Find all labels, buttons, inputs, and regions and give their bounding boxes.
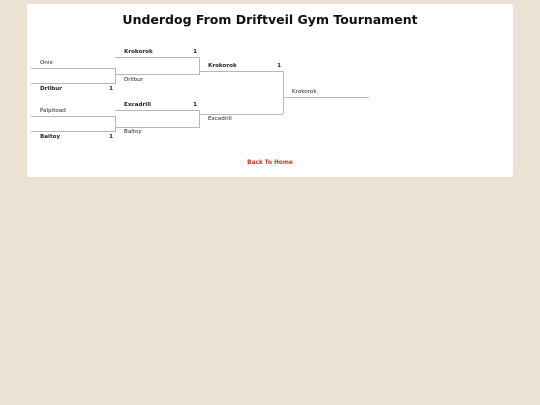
team-name: Drilbur (40, 86, 62, 92)
team-name: Excadrill (124, 102, 152, 108)
page-title: Underdog From Driftveil Gym Tournament (122, 12, 418, 27)
bracket-line (115, 127, 199, 128)
team-score: 1 (109, 86, 113, 92)
team-name: Krokorok (208, 63, 237, 69)
bracket: Onix Drilbur 1 Palpitoad Baltoy 1 Krokor… (27, 4, 513, 177)
team-name: Excadrill (208, 116, 232, 122)
bracket-slot-r2m2-top[interactable]: Excadrill 1 (124, 100, 199, 110)
team-name: Baltoy (124, 129, 142, 135)
bracket-line (283, 97, 369, 98)
champion-name: Krokorok (292, 89, 317, 95)
bracket-line (115, 74, 199, 75)
back-to-home-link[interactable]: Back To Home (247, 160, 293, 166)
team-name: Baltoy (40, 134, 61, 140)
bracket-slot-r3m1-top[interactable]: Krokorok 1 (208, 61, 283, 71)
bracket-line (199, 57, 200, 75)
bracket-line (115, 116, 116, 132)
bracket-slot-r1m1-bottom[interactable]: Drilbur 1 (40, 84, 115, 94)
bracket-slot-r1m1-top[interactable]: Onix (40, 58, 115, 68)
bracket-slot-r2m1-top[interactable]: Krokorok 1 (124, 47, 199, 57)
team-name: Drilbur (124, 77, 144, 83)
bracket-slot-r1m2-top[interactable]: Palpitoad (40, 106, 115, 116)
bracket-line (199, 114, 283, 115)
team-name: Krokorok (124, 49, 153, 55)
bracket-slot-r2m1-bottom[interactable]: Drilbur (124, 75, 199, 85)
team-score: 1 (109, 134, 113, 140)
bracket-line (115, 110, 199, 111)
bracket-line (31, 68, 115, 69)
tournament-card: Underdog From Driftveil Gym Tournament O… (27, 4, 513, 177)
bracket-line (31, 83, 115, 84)
bracket-line (199, 110, 200, 128)
bracket-line (31, 131, 115, 132)
bracket-line (115, 57, 199, 58)
bracket-line (283, 71, 284, 114)
team-name: Onix (40, 60, 53, 66)
team-score: 1 (193, 102, 197, 108)
bracket-line (115, 68, 116, 84)
bracket-slot-r3m1-bottom[interactable]: Excadrill (208, 114, 283, 124)
team-name: Palpitoad (40, 108, 66, 114)
bracket-line (199, 71, 283, 72)
bracket-slot-r1m2-bottom[interactable]: Baltoy 1 (40, 132, 115, 142)
bracket-line (31, 116, 115, 117)
bracket-slot-r2m2-bottom[interactable]: Baltoy (124, 127, 199, 137)
bracket-slot-champion[interactable]: Krokorok (292, 87, 367, 97)
team-score: 1 (193, 49, 197, 55)
team-score: 1 (277, 63, 281, 69)
